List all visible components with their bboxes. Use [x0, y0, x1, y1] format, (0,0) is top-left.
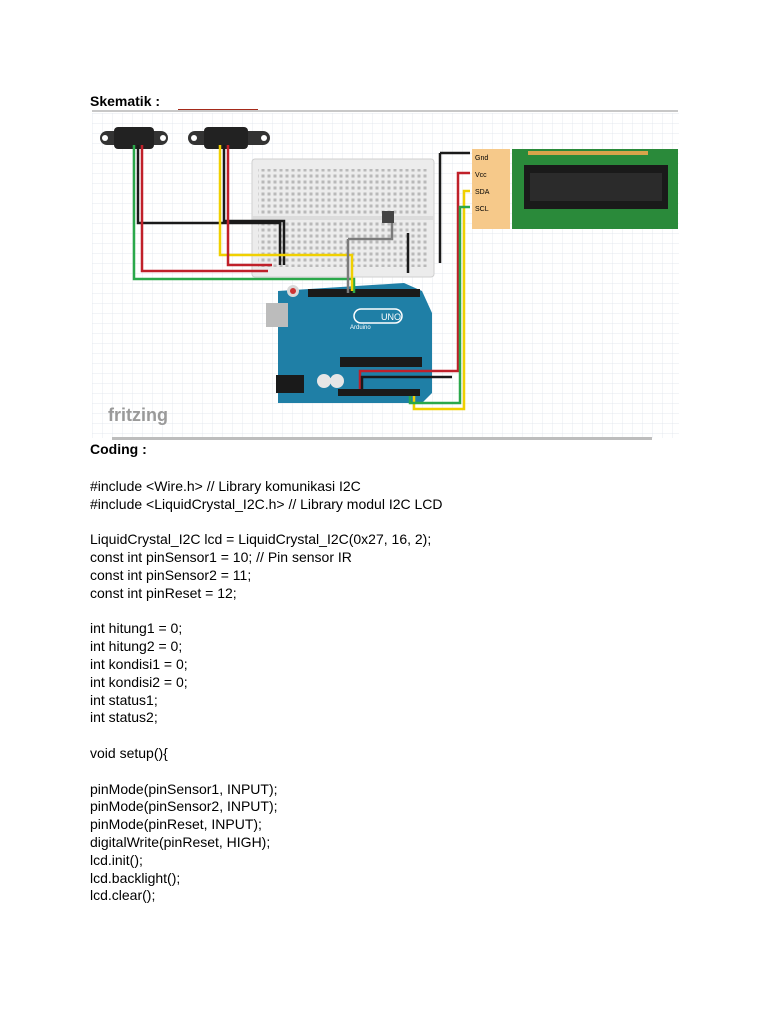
code-line: #include <LiquidCrystal_I2C.h> // Librar… — [90, 495, 443, 512]
code-line: const int pinSensor2 = 11; — [90, 566, 252, 583]
chip — [340, 357, 422, 367]
lcd-pin-vcc: Vcc — [475, 172, 487, 179]
ir-sensor-1 — [100, 127, 168, 149]
blank-line — [90, 603, 443, 621]
blank-line — [90, 514, 443, 532]
board-brand: Arduino — [350, 325, 371, 331]
breadboard — [251, 158, 435, 278]
section-heading-coding: Coding : — [90, 441, 147, 457]
code-line: #include <Wire.h> // Library komunikasi … — [90, 478, 361, 494]
code-line: int kondisi2 = 0; — [90, 673, 188, 690]
code-line: int status1; — [90, 691, 158, 708]
code-line: const int pinReset = 12; — [90, 584, 237, 601]
fritzing-watermark: fritzing — [108, 405, 168, 425]
divider-top — [92, 110, 678, 112]
code-line: int hitung1 = 0; — [90, 620, 183, 637]
code-line: LiquidCrystal_I2C lcd = LiquidCrystal_I2… — [90, 531, 432, 548]
wires — [132, 145, 470, 411]
code-line: void setup(){ — [90, 744, 168, 761]
code-line: pinMode(pinSensor2, INPUT); — [90, 798, 278, 815]
code-line: const int pinSensor1 = 10; // Pin sensor… — [90, 549, 352, 566]
code-line: lcd.clear(); — [90, 887, 156, 904]
code-line: int hitung2 = 0; — [90, 638, 183, 655]
ir-sensor-2 — [188, 127, 270, 149]
lcd-pin-gnd: Gnd — [475, 155, 488, 162]
code-line: digitalWrite(pinReset, HIGH); — [90, 833, 271, 850]
arduino-board: UNO Arduino — [266, 283, 432, 403]
code-line: lcd.backlight(); — [90, 869, 181, 886]
lcd-pin-sda: SDA — [475, 189, 490, 196]
board-logo: UNO — [381, 312, 401, 322]
lcd-module: Gnd Vcc SDA SCL — [472, 149, 678, 229]
code-line: pinMode(pinSensor1, INPUT); — [90, 780, 278, 797]
lcd-pin-scl: SCL — [475, 206, 489, 213]
code-line: int status2; — [90, 709, 158, 726]
code-line: lcd.init(); — [90, 851, 143, 868]
power-jack — [276, 375, 304, 393]
analog-header — [338, 389, 420, 396]
code-line: int kondisi1 = 0; — [90, 655, 188, 672]
usb-port — [266, 303, 288, 327]
code-line: pinMode(pinReset, INPUT); — [90, 816, 262, 833]
digital-header — [308, 289, 420, 297]
push-button — [382, 211, 394, 223]
blank-line — [90, 727, 443, 745]
section-heading-skematik: Skematik : — [90, 93, 161, 109]
code-listing: #include <Wire.h> // Library komunikasi … — [90, 478, 443, 905]
divider-bottom — [112, 437, 652, 440]
blank-line — [90, 763, 443, 781]
circuit-schematic-image: Gnd Vcc SDA SCL UNO Arduino — [92, 113, 679, 438]
